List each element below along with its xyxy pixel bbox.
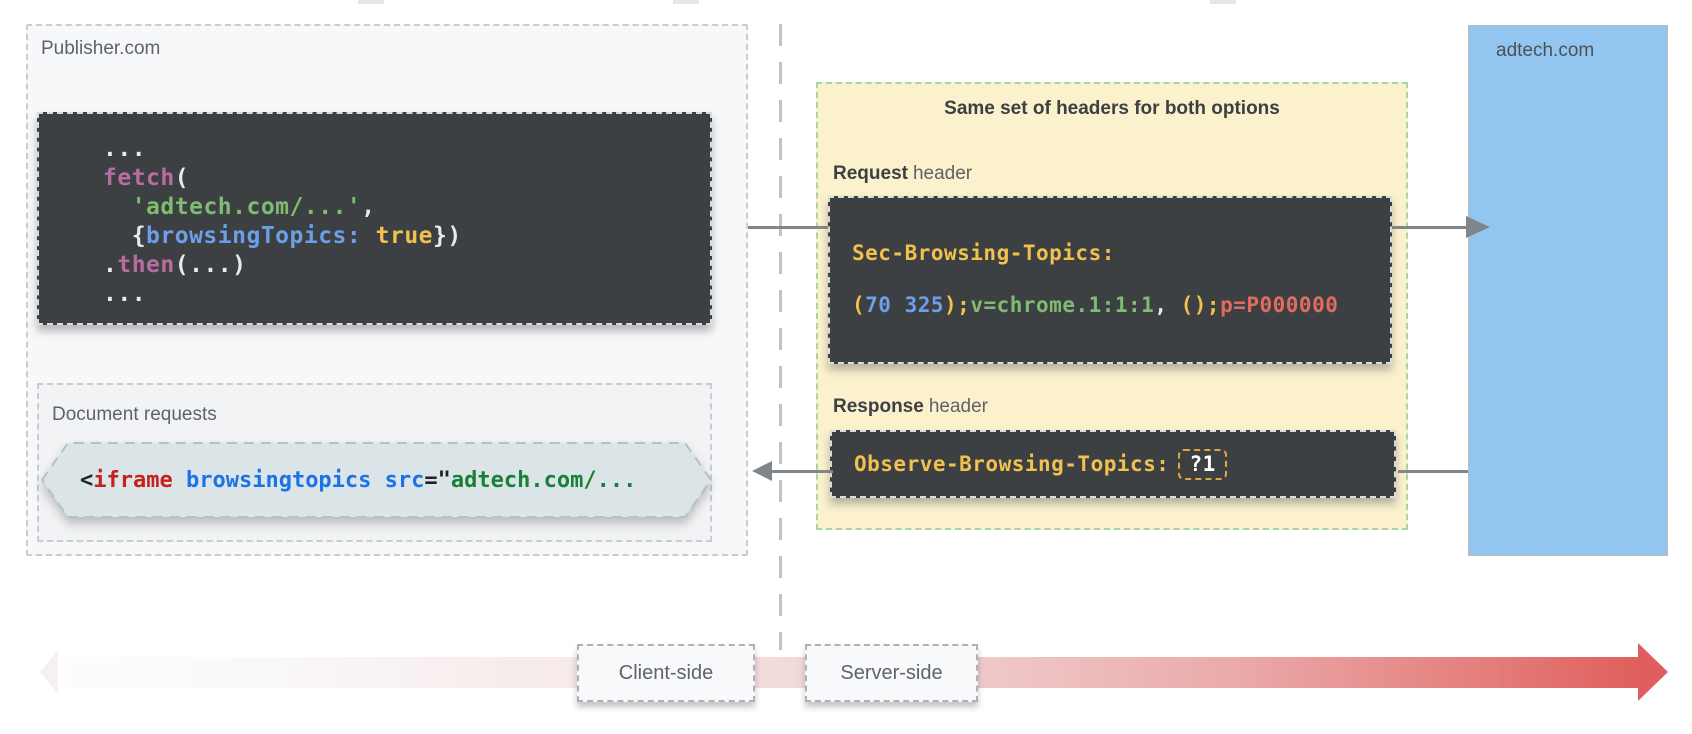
fetch-code-line: {browsingTopics: true}): [103, 223, 462, 249]
publisher-label: Publisher.com: [41, 38, 161, 59]
response-header-value-chip: ?1: [1178, 448, 1227, 480]
crop-artifact: [1210, 0, 1236, 4]
adtech-label: adtech.com: [1496, 40, 1595, 61]
crop-artifact: [358, 0, 384, 4]
adtech-panel: [1468, 25, 1668, 556]
request-header-value: (70 325);v=chrome.1:1:1, ();p=P000000: [852, 293, 1339, 317]
crop-artifact: [673, 0, 699, 4]
timeline-arrowhead-right-icon: [1638, 643, 1668, 701]
request-to-adtech-line: [1392, 226, 1468, 229]
server-side-label: Server-side: [840, 661, 943, 684]
fetch-code-line: .then(...): [103, 252, 247, 278]
publisher-to-request-line: [748, 226, 828, 229]
fetch-code-line: 'adtech.com/...',: [131, 194, 376, 220]
client-side-chip: Client-side: [577, 644, 755, 702]
fetch-code-line: fetch(: [103, 165, 190, 191]
fetch-code-line: ...: [103, 281, 147, 307]
response-header-name: Observe-Browsing-Topics:: [854, 452, 1170, 476]
response-header-label-bold: Response: [833, 396, 924, 417]
response-to-publisher-line: [770, 470, 833, 473]
request-to-adtech-arrowhead-icon: [1466, 216, 1490, 238]
response-header-code-block: Observe-Browsing-Topics: ?1: [830, 430, 1396, 498]
fetch-code-block: ... fetch( 'adtech.com/...', {browsingTo…: [37, 112, 712, 325]
request-header-label-bold: Request: [833, 163, 908, 184]
client-side-label: Client-side: [618, 661, 714, 684]
timeline-arrowhead-left-icon: [40, 650, 58, 694]
request-header-code-block: Sec-Browsing-Topics: (70 325);v=chrome.1…: [828, 196, 1392, 364]
response-header-label-rest: header: [928, 396, 988, 417]
request-header-label-rest: header: [912, 163, 973, 184]
iframe-hexagon-shape: [40, 442, 713, 518]
iframe-code-snippet: <iframe browsingtopics src="adtech.com/.…: [80, 467, 637, 493]
request-header-name: Sec-Browsing-Topics:: [852, 241, 1115, 265]
fetch-code-line: ...: [103, 136, 147, 162]
adtech-to-response-line: [1398, 470, 1468, 473]
server-side-chip: Server-side: [805, 644, 978, 702]
client-server-divider: [779, 24, 782, 650]
headers-panel-title: Same set of headers for both options: [944, 98, 1280, 119]
document-requests-label: Document requests: [52, 404, 217, 425]
response-to-publisher-arrowhead-icon: [752, 461, 772, 481]
